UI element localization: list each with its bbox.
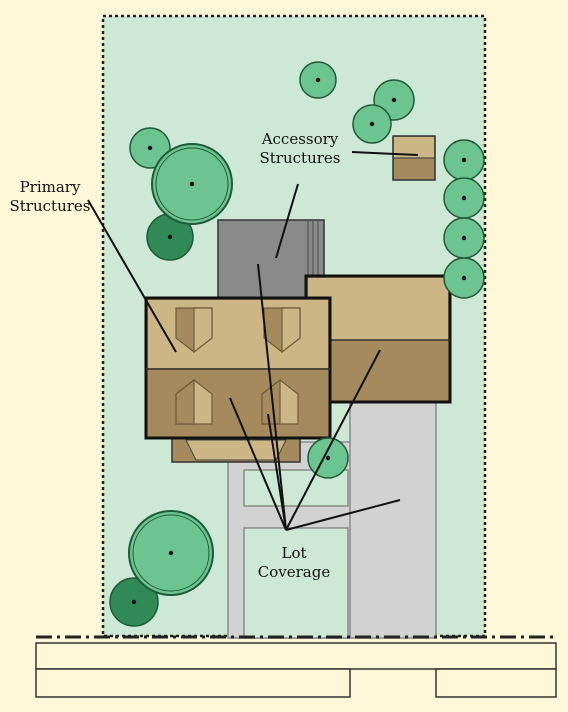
tree <box>443 257 485 299</box>
accessory-structures-label: Accessory Structures <box>250 130 350 168</box>
leader-coverage-wing <box>285 349 381 531</box>
leader-coverage-garage <box>257 263 287 531</box>
leader-coverage-house <box>229 397 287 531</box>
tree <box>129 127 171 169</box>
leader-primary <box>87 199 177 353</box>
tree <box>151 143 233 225</box>
curb-left <box>35 668 351 698</box>
accessory-label-line1: Accessory <box>261 130 339 148</box>
primary-label-line2: Structures <box>9 197 91 215</box>
tree <box>352 104 392 144</box>
tree <box>443 177 485 219</box>
driveway <box>349 397 437 639</box>
tree <box>109 577 159 627</box>
tree <box>443 139 485 181</box>
coverage-label-line2: Coverage <box>257 563 331 581</box>
primary-structures-label: Primary Structures <box>2 178 98 216</box>
lot-coverage-label: Lot Coverage <box>248 544 340 582</box>
leader-accessory-garage <box>275 183 299 259</box>
leader-lines <box>87 151 419 531</box>
curb-right <box>435 668 557 698</box>
primary-label-line1: Primary <box>19 178 81 196</box>
tree <box>307 437 349 479</box>
leader-accessory-shed <box>351 151 419 156</box>
sidewalk <box>35 642 557 670</box>
front-lawn-patch <box>243 527 349 639</box>
tree <box>299 61 337 99</box>
tree <box>128 510 214 596</box>
tree <box>443 217 485 259</box>
leader-coverage-driveway <box>285 499 401 531</box>
accessory-label-line2: Structures <box>259 149 341 167</box>
coverage-label-line1: Lot <box>281 544 307 562</box>
leader-coverage-dormer <box>267 413 287 531</box>
roof-dormers <box>175 307 301 425</box>
